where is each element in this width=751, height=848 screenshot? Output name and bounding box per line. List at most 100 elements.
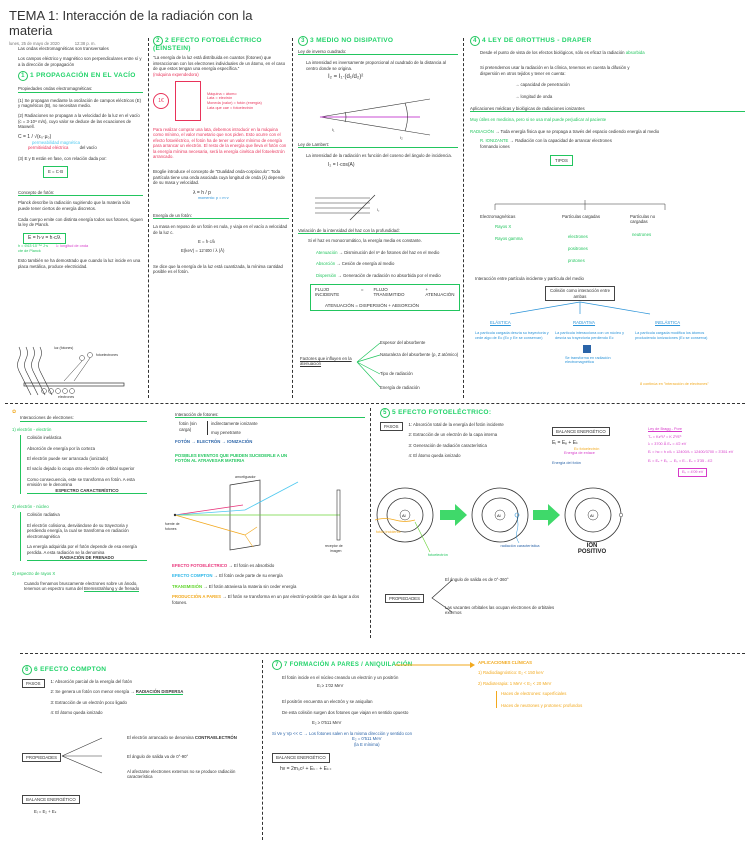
photoelectric-plate-diagram: luz (fotones) fotoelectrones electrones xyxy=(17,346,125,399)
tipo-name: Electromagnéticas xyxy=(480,214,516,219)
svg-text:fotoelectrones: fotoelectrones xyxy=(96,353,118,357)
formula-ley2: I₂ = I·cos(A) xyxy=(328,161,355,168)
subheading: 2) electrón - núcleo xyxy=(12,504,49,510)
factor-item: Naturaleza del absorbente (ρ, Z atómico) xyxy=(380,352,459,357)
event-item: EFECTO FOTOELÉCTRICO → El fotón es absor… xyxy=(172,563,275,568)
formula-c: C = 1 / √(ε₀·μ₀) xyxy=(18,133,52,140)
svg-text:Al: Al xyxy=(590,513,594,518)
inelastica: INELÁSTICA La partícula cargada modifica… xyxy=(635,320,708,340)
list-item: → longitud de onda xyxy=(515,93,553,99)
c-text: Cuando frenamos bruscamente electrones s… xyxy=(24,580,140,593)
svg-text:receptor de: receptor de xyxy=(325,544,343,548)
rad-car-label: radiación característica xyxy=(500,544,540,548)
col1: Las ondas electromagnéticas son transver… xyxy=(18,46,143,269)
a-list: Colisión inelástica Absorción de energía… xyxy=(20,435,147,495)
svg-text:Al: Al xyxy=(402,513,406,518)
foton-props: fotón (sin carga) indirectamente ionizan… xyxy=(179,421,258,436)
eps-label: permitividad eléctrica del vacío xyxy=(28,145,97,151)
formula-planck: E = h·ν = h·c/λ xyxy=(23,232,66,245)
col3: 33 Medio no disipativo Ley de inverso cu… xyxy=(298,36,458,81)
energia-text: La masa en reposo de un fotón es nula, y… xyxy=(153,224,288,235)
atom-diagram: Al Al Al xyxy=(374,487,624,553)
ley2-text: La intensidad de la radiación es función… xyxy=(306,153,452,159)
section-title: 66 Efecto Compton xyxy=(22,665,262,675)
factor-item: Tipo de radiación xyxy=(380,371,413,376)
col4: 44 Ley de Grotthus - Draper Desde el pun… xyxy=(470,36,745,167)
event-item: EFECTO COMPTON → El fotón cede parte de … xyxy=(172,573,283,579)
svg-text:amortiguador: amortiguador xyxy=(235,475,256,479)
property-2: (2) Radiaciones se propagan a la velocid… xyxy=(18,113,140,130)
svg-text:Al: Al xyxy=(497,513,501,518)
tipos-tree: Electromagnéticas Rayos X Rayos gamma Pa… xyxy=(470,210,745,263)
colision-types: ELÁSTICA La partícula cargada desvía su … xyxy=(475,320,750,400)
formula-lambda: λ = h / p xyxy=(193,189,211,196)
efecto-fotoelectrico: 55 Efecto fotoeléctrico: PASOS 1: Absorc… xyxy=(380,408,750,459)
subheading: Propiedades ondas electromagnéticas: xyxy=(18,86,143,93)
planck-text: Planck describe la radiación sugiriendo … xyxy=(18,200,131,211)
ley1-text: La intensidad es inversamente proporcion… xyxy=(306,60,446,71)
text2: Si pretendemos usar la radiación en la c… xyxy=(480,65,630,76)
event-item: PRODUCCIÓN A PARES → El fotón se transfo… xyxy=(172,594,360,605)
col3-lambert: Ley de Lambert: La intensidad de la radi… xyxy=(298,142,458,168)
balance-fotoelectrico: BALANCE ENERGÉTICO Eᵢ = Eₑ + Eₖ Ec fotoe… xyxy=(552,427,642,466)
divider xyxy=(262,660,263,840)
colision-box: Colisión como interacción entre ambas xyxy=(545,286,615,302)
pares-eq: E₂ ≥ 0'511 MeV xyxy=(312,719,342,725)
quote-note: (máquina expendedora) xyxy=(153,71,199,77)
text1: Desde el punto de vista de los efectos b… xyxy=(480,50,645,55)
subheading: Interacción entre partícula incidente y … xyxy=(475,276,584,281)
radiacion-def: RADIACIÓN → Toda energía física que se p… xyxy=(470,128,660,134)
event-item: TRANSMISIÓN → El fotón atraviesa la mate… xyxy=(172,583,297,589)
propiedades-fotoelectrico: PROPIEDADES El ángulo de salida es de 0°… xyxy=(385,575,635,625)
cuerpo-text: Cada cuerpo emite con distinta energía t… xyxy=(18,216,143,228)
subheading: Concepto de fotón: xyxy=(18,190,143,197)
aplicaciones-clinicas: Aplicaciones clínicas 1) Radiodiagnóstic… xyxy=(478,660,738,709)
propiedades-compton: PROPIEDADES El electrón arrancado se den… xyxy=(22,735,262,780)
subheading: Energía de un fotón: xyxy=(153,213,289,220)
apps-note: Muy útiles en medicina, pero si se usa m… xyxy=(470,117,607,123)
section-title: 44 Ley de Grotthus - Draper xyxy=(470,36,745,46)
ion-positivo-label: ION POSITIVO xyxy=(577,543,607,555)
analogy-text: Para realizar comprar una lata, debemos … xyxy=(153,127,287,160)
tipo-name: Partículas cargadas xyxy=(562,214,600,219)
events-list: EFECTO FOTOELÉCTRICO → El fotón es absor… xyxy=(172,563,367,605)
tipo-item: Rayos X xyxy=(495,224,512,229)
fotoelectron-label: fotoelectrón xyxy=(428,553,448,557)
svg-text:I₁: I₁ xyxy=(332,127,335,132)
momento-label: momento: p = m·v xyxy=(198,196,229,201)
app-item: 2) Radioterapia: 1 MeV < E₂ < 20 MeV xyxy=(478,680,552,686)
svg-text:fuente de: fuente de xyxy=(165,522,180,526)
pasos: PASOS 1: Absorción parcial de la energía… xyxy=(22,679,262,716)
subheading: Ley de Lambert: xyxy=(298,142,458,149)
section-title: 77 Formación a pares / aniquilación xyxy=(272,660,472,670)
tipo-item: neutrones xyxy=(632,232,652,237)
bragg-law: Ley de Bragg - Pore Tₑ = Kz²λ³ = K Z³/E³… xyxy=(648,427,748,477)
elastica: ELÁSTICA La partícula cargada desvía su … xyxy=(475,320,549,340)
svg-text:fotones: fotones xyxy=(165,527,177,531)
machine-labels: Máquina = átomo Lata = electrón Moneda (… xyxy=(207,91,262,110)
pares-item: El fotón incide en el núcleo creando un … xyxy=(282,675,399,680)
subheading: 3) espectro de rayos X xyxy=(12,571,56,577)
coin-badge: 1€ xyxy=(153,93,169,110)
subheading: Ley de inverso cuadrado: xyxy=(298,49,458,56)
vending-analogy: 1€ Máquina = átomo Lata = electrón Moned… xyxy=(153,81,289,122)
pasos: PASOS 1: Absorción total de la energía d… xyxy=(380,422,750,459)
foton-chain: FOTÓN → ELECTRÓN → IONIZACIÓN xyxy=(175,439,253,445)
col3-variacion: Variación de la intensidad del haz con l… xyxy=(298,228,460,312)
einstein-quote: "La energía de la luz está distribuida e… xyxy=(153,55,286,72)
divider xyxy=(370,408,371,638)
efecto-compton: 66 Efecto Compton PASOS 1: Absorción par… xyxy=(22,665,262,716)
col2: 22 Efecto fotoeléctrico (Einstein) "La e… xyxy=(153,36,289,275)
radiativa: RADIATIVA La partícula interacciona con … xyxy=(555,320,625,365)
tipo-name: Partículas no cargadas xyxy=(630,214,656,225)
tipos-box: TIPOS xyxy=(550,155,573,167)
divider xyxy=(148,38,149,398)
photon-events-diagram: amortiguador fuente de fotones receptor … xyxy=(165,475,343,553)
atom-1: Al xyxy=(374,487,434,553)
app-subitems: Haces de electrones: superficiales Haces… xyxy=(496,691,738,709)
formacion-pares: 77 Formación a pares / aniquilación El f… xyxy=(272,660,472,772)
property-1: (1) Se propagan mediante la oscilación d… xyxy=(18,97,142,109)
colision-branches xyxy=(509,301,651,315)
lambert-diagram: I₂ xyxy=(315,194,380,221)
ionizante-def: R. IONIZANTE → Radiación con la capacida… xyxy=(480,138,612,149)
